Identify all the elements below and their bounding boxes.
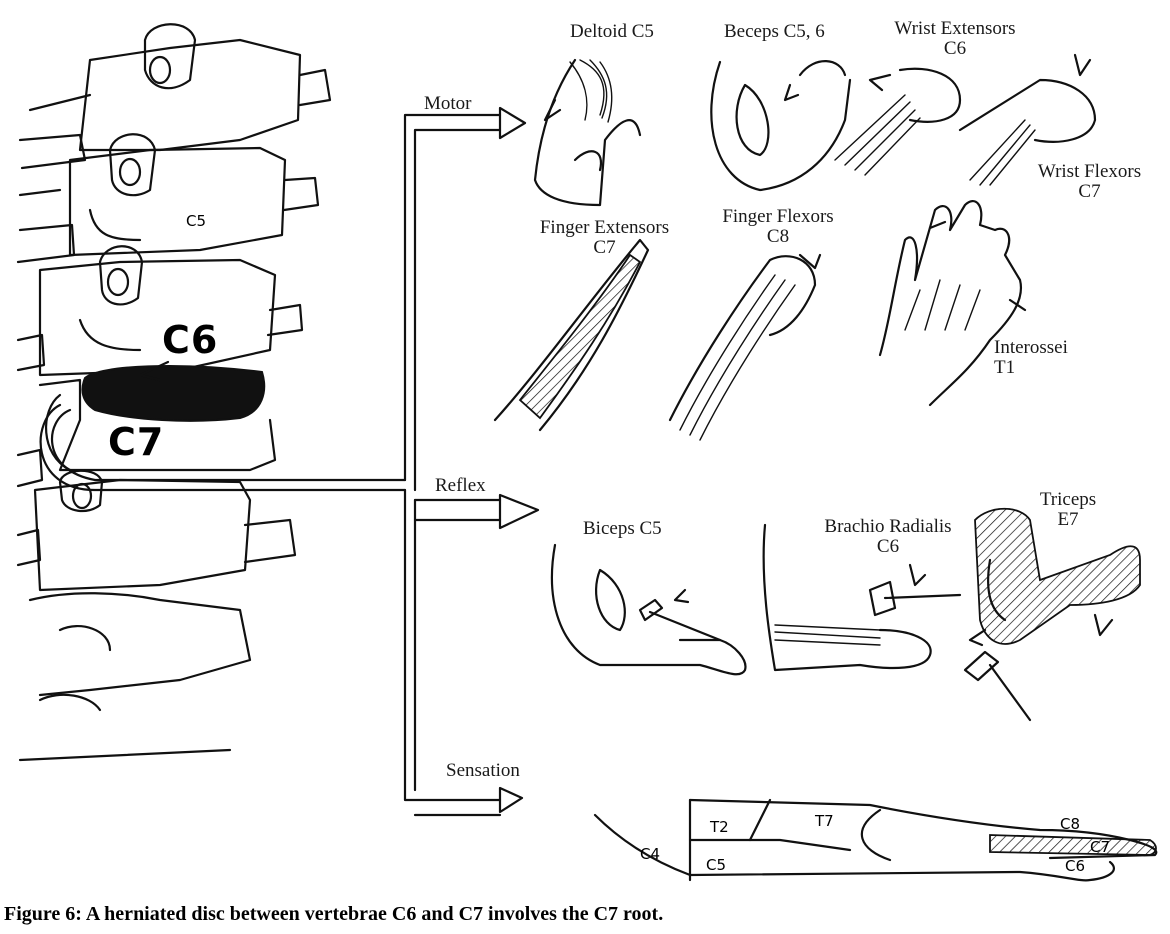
label-triceps: Triceps E7 xyxy=(1039,489,1097,530)
reflex-sketches xyxy=(550,507,1141,722)
branch-label-motor: Motor xyxy=(424,93,472,114)
vertebra-label-c5: C5 xyxy=(186,212,207,230)
dermatome-c7: C7 xyxy=(1090,838,1111,856)
label-finger-extensors: Finger Extensors C7 xyxy=(539,217,670,258)
label-biceps-motor: Beceps C5, 6 xyxy=(724,21,825,42)
label-biceps-reflex: Biceps C5 xyxy=(583,518,662,539)
vertebra-label-c7: C7 xyxy=(108,420,165,464)
dermatome-t7: T7 xyxy=(815,812,834,830)
dermatome-t2: T2 xyxy=(710,818,729,836)
dermatome-c8: C8 xyxy=(1060,815,1081,833)
branch-arrows xyxy=(403,106,540,817)
branch-label-reflex: Reflex xyxy=(435,475,486,496)
label-finger-flexors: Finger Flexors C8 xyxy=(722,206,834,247)
figure-caption: Figure 6: A herniated disc between verte… xyxy=(4,903,664,925)
dermatome-c4: C4 xyxy=(640,845,661,863)
herniated-disc xyxy=(81,365,266,422)
label-deltoid: Deltoid C5 xyxy=(570,21,654,42)
motor-sketches xyxy=(493,53,1097,441)
dermatome-c5: C5 xyxy=(706,856,727,874)
label-brachio-radialis: Brachio Radialis C6 xyxy=(824,516,952,557)
label-wrist-extensors: Wrist Extensors C6 xyxy=(894,18,1016,59)
vertebra-label-c6: C6 xyxy=(162,318,219,362)
dermatome-c6: C6 xyxy=(1065,857,1086,875)
spine-drawing xyxy=(16,23,407,762)
label-interossei: Interossei T1 xyxy=(994,337,1068,378)
dermatome-arm xyxy=(593,798,1158,882)
label-wrist-flexors: Wrist Flexors C7 xyxy=(1037,161,1142,202)
branch-label-sensation: Sensation xyxy=(446,760,520,781)
